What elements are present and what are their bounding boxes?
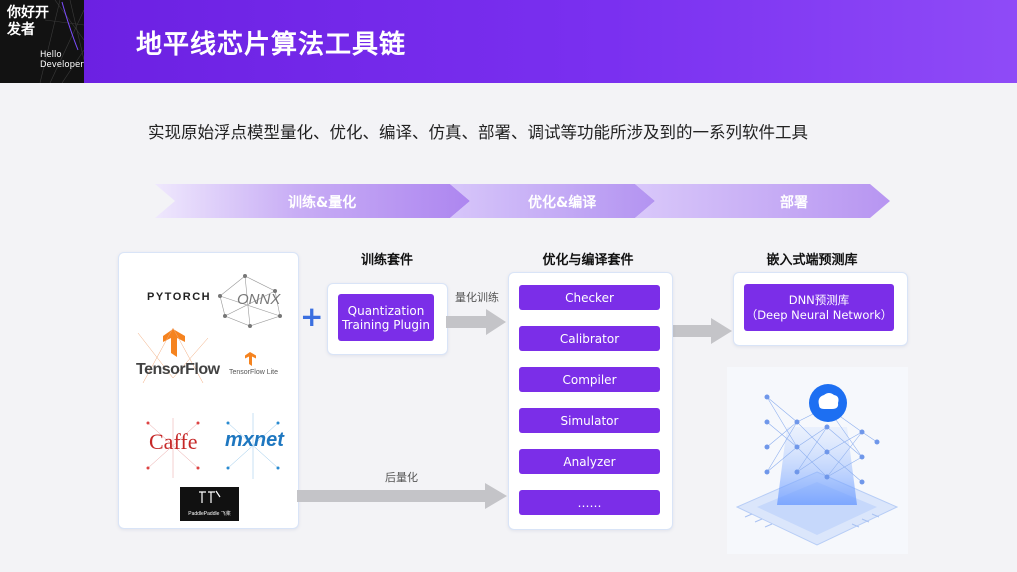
stage-arrow-2: [450, 184, 655, 218]
checker-button[interactable]: Checker: [519, 285, 660, 310]
tflite-logo: TensorFlow Lite: [229, 369, 279, 376]
simulator-button[interactable]: Simulator: [519, 408, 660, 433]
frameworks-card: PYTORCH ONNX TensorFlow TensorFlow Lite …: [118, 252, 299, 529]
deploy-lib-title: 嵌入式端预测库: [766, 253, 858, 268]
dnn-library-button[interactable]: DNN预测库 （Deep Neural Network）: [744, 284, 894, 331]
stage-label-train-quant: 训练&量化: [288, 195, 357, 211]
mxnet-logo: mxnet: [225, 429, 284, 451]
logo-chinese-text: 你好开发者: [7, 5, 49, 38]
header-bar: 你好开发者 Hello Developer 地平线芯片算法工具链: [0, 0, 1017, 83]
deploy-arrow: [671, 318, 732, 344]
tensorflow-logo: TensorFlow: [136, 361, 220, 378]
post-quant-label: 后量化: [385, 471, 418, 484]
more-tools-button[interactable]: ……: [519, 490, 660, 515]
quant-train-arrow: [446, 309, 506, 335]
page-subtitle: 实现原始浮点模型量化、优化、编译、仿真、部署、调试等功能所涉及到的一系列软件工具: [148, 123, 808, 142]
chip-network-graphic: [735, 384, 899, 546]
training-kit-card: Quantization Training Plugin: [327, 283, 448, 355]
page-title: 地平线芯片算法工具链: [136, 30, 407, 60]
logo-developer: Developer: [40, 60, 84, 70]
pytorch-logo: PYTORCH: [147, 291, 212, 303]
calibrator-button[interactable]: Calibrator: [519, 326, 660, 351]
onnx-logo: ONNX: [237, 291, 281, 308]
tensorflow-network-lines: [137, 327, 209, 384]
logo-english-text: Hello Developer: [40, 50, 84, 70]
plus-icon: +: [300, 300, 324, 333]
logo-network-lines: [39, 0, 84, 83]
stage-label-deploy: 部署: [780, 195, 808, 211]
analyzer-button[interactable]: Analyzer: [519, 449, 660, 474]
dnn-library-line2: （Deep Neural Network）: [745, 307, 893, 322]
compile-kit-title: 优化与编译套件: [542, 253, 634, 268]
caffe-network-lines: [146, 418, 200, 478]
hello-developer-logo: 你好开发者 Hello Developer: [0, 0, 84, 83]
stage-arrow-3: [635, 184, 890, 218]
stage-arrow-band: [155, 184, 890, 218]
post-quant-arrow: [297, 483, 507, 509]
paddle-label: PaddlePaddle 飞桨: [188, 511, 231, 517]
stage-label-optimize-compile: 优化&编译: [528, 195, 597, 211]
paddlepaddle-logo: PaddlePaddle 飞桨: [180, 487, 239, 521]
onnx-logo-network: [218, 274, 282, 328]
quantization-training-plugin-button[interactable]: Quantization Training Plugin: [338, 294, 434, 341]
deploy-lib-card: DNN预测库 （Deep Neural Network）: [733, 272, 908, 346]
compile-kit-card: Checker Calibrator Compiler Simulator An…: [508, 272, 673, 530]
training-kit-title: 训练套件: [360, 253, 413, 268]
paddle-mark-icon: [199, 490, 221, 503]
tflite-icon: [245, 352, 256, 366]
ai-chip-illustration: [727, 367, 908, 554]
quant-train-label: 量化训练: [455, 291, 499, 304]
dnn-library-line1: DNN预测库: [788, 292, 850, 307]
compiler-button[interactable]: Compiler: [519, 367, 660, 392]
mxnet-network-lines: [226, 413, 280, 479]
caffe-logo: Caffe: [149, 429, 198, 454]
stage-arrow-1: [155, 184, 470, 218]
logo-hello: Hello: [40, 50, 62, 60]
